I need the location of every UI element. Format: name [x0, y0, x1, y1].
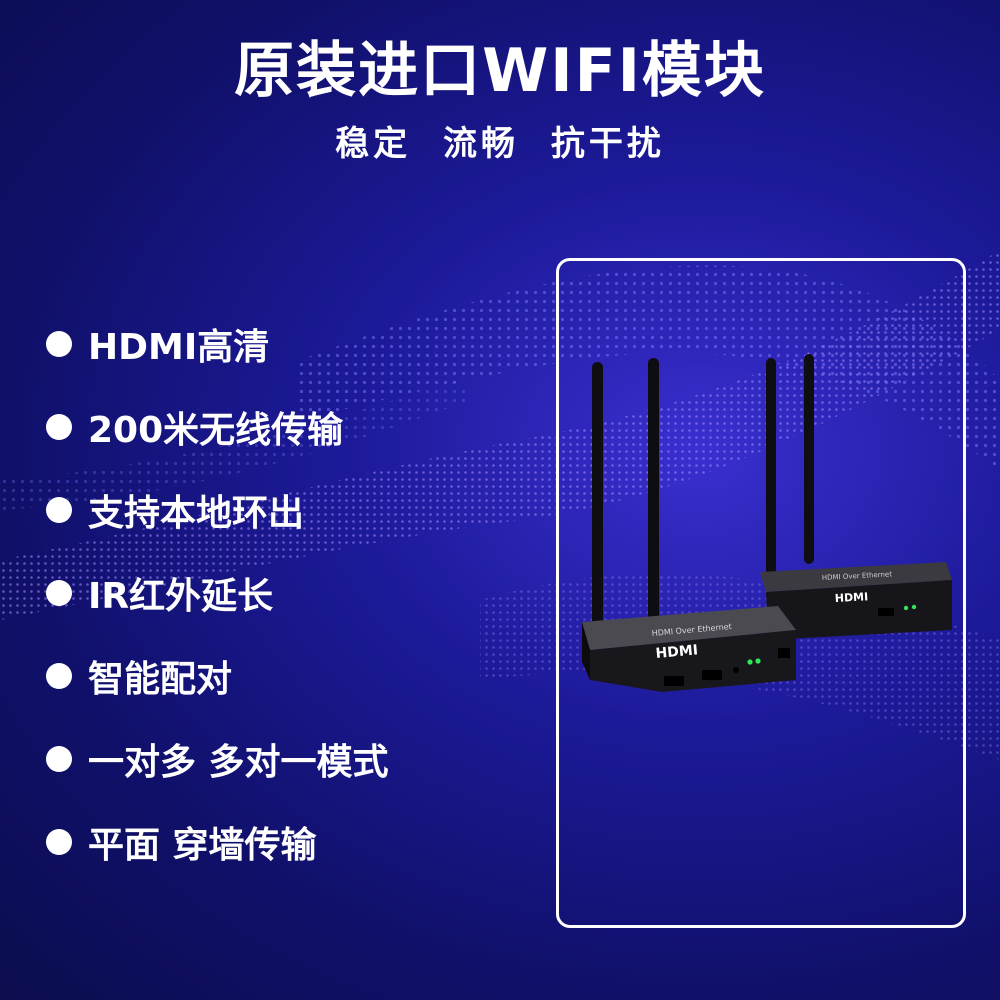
hdmi-logo: HDMI — [834, 590, 868, 605]
antenna-icon — [592, 358, 659, 642]
feature-item: IR红外延长 — [46, 551, 389, 634]
feature-list: HDMI高清 200米无线传输 支持本地环出 IR红外延长 智能配对 一对多 多… — [46, 302, 389, 883]
bullet-icon — [46, 828, 72, 855]
feature-label: 智能配对 — [88, 658, 233, 700]
bullet-icon — [46, 662, 72, 689]
feature-label: HDMI高清 — [88, 326, 270, 368]
feature-label: IR红外延长 — [88, 575, 274, 617]
device-label: HDMI Over Ethernet — [822, 570, 893, 582]
feature-item: 平面 穿墙传输 — [46, 800, 389, 883]
page-subtitle: 稳定 流畅 抗干扰 — [335, 124, 665, 164]
antenna-icon — [766, 354, 814, 578]
receiver-unit: HDMI Over Ethernet HDMI — [760, 562, 952, 640]
feature-label: 平面 穿墙传输 — [88, 824, 317, 866]
page-title: 原装进口WIFI模块 — [234, 36, 766, 106]
feature-item: 200米无线传输 — [46, 385, 389, 468]
transmitter-unit: HDMI Over Ethernet HDMI — [582, 606, 796, 692]
bullet-icon — [46, 579, 72, 606]
bullet-icon — [46, 496, 72, 523]
bullet-icon — [46, 745, 72, 772]
feature-item: 一对多 多对一模式 — [46, 717, 389, 800]
feature-item: 支持本地环出 — [46, 468, 389, 551]
bullet-icon — [46, 413, 72, 440]
feature-label: 支持本地环出 — [88, 492, 305, 534]
feature-item: HDMI高清 — [46, 302, 389, 385]
bullet-icon — [46, 330, 72, 357]
feature-label: 200米无线传输 — [88, 409, 344, 451]
feature-item: 智能配对 — [46, 634, 389, 717]
hdmi-logo: HDMI — [655, 642, 699, 662]
feature-label: 一对多 多对一模式 — [88, 741, 389, 783]
hdmi-extender-product-image: HDMI Over Ethernet HDMI HDMI Over Ethern… — [582, 354, 952, 692]
product-frame — [556, 258, 966, 928]
